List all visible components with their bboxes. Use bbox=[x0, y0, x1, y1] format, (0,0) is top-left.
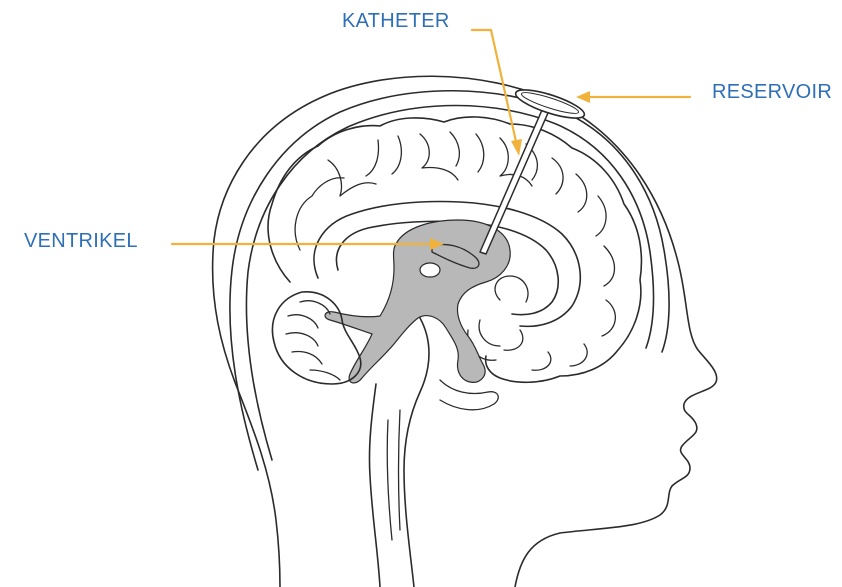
reservoir-label: RESERVOIR bbox=[712, 82, 832, 102]
ventricle-opening bbox=[420, 263, 440, 277]
spinal-inner bbox=[387, 410, 400, 540]
reservoir-pointer bbox=[576, 91, 690, 103]
pituitary-area bbox=[440, 380, 498, 410]
inner-folds bbox=[468, 276, 528, 360]
ventrikel-label: VENTRIKEL bbox=[24, 231, 138, 251]
katheter-label: KATHETER bbox=[342, 11, 450, 31]
brainstem-back bbox=[369, 384, 380, 587]
gyri-lower bbox=[504, 246, 615, 370]
reservoir-device bbox=[513, 84, 587, 123]
brainstem-front bbox=[404, 318, 429, 587]
